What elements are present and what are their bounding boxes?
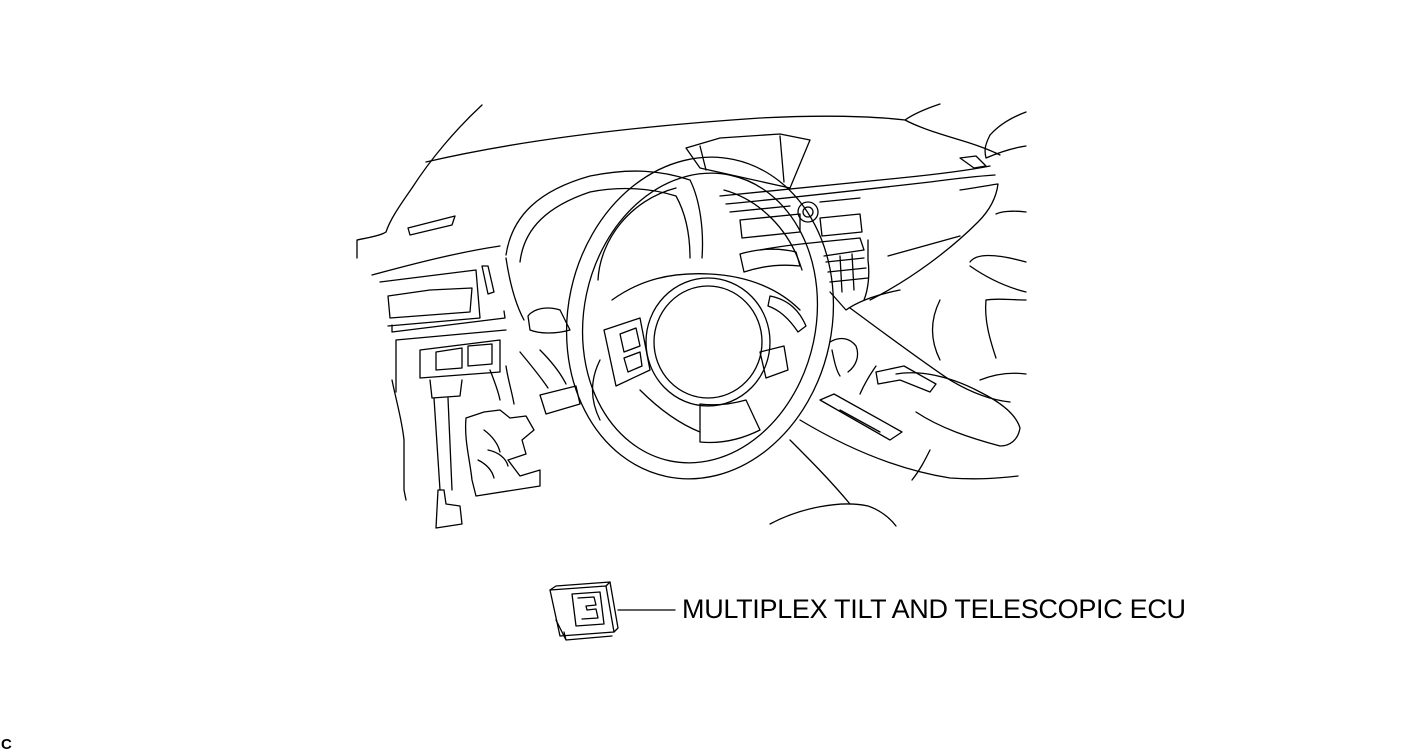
car-interior-dashboard-steering-wheel-illustration (356, 103, 1027, 529)
diagram-corner-code: C (1, 736, 12, 753)
ecu-module-icon (549, 581, 619, 641)
ecu-callout-label: MULTIPLEX TILT AND TELESCOPIC ECU (682, 594, 1186, 624)
